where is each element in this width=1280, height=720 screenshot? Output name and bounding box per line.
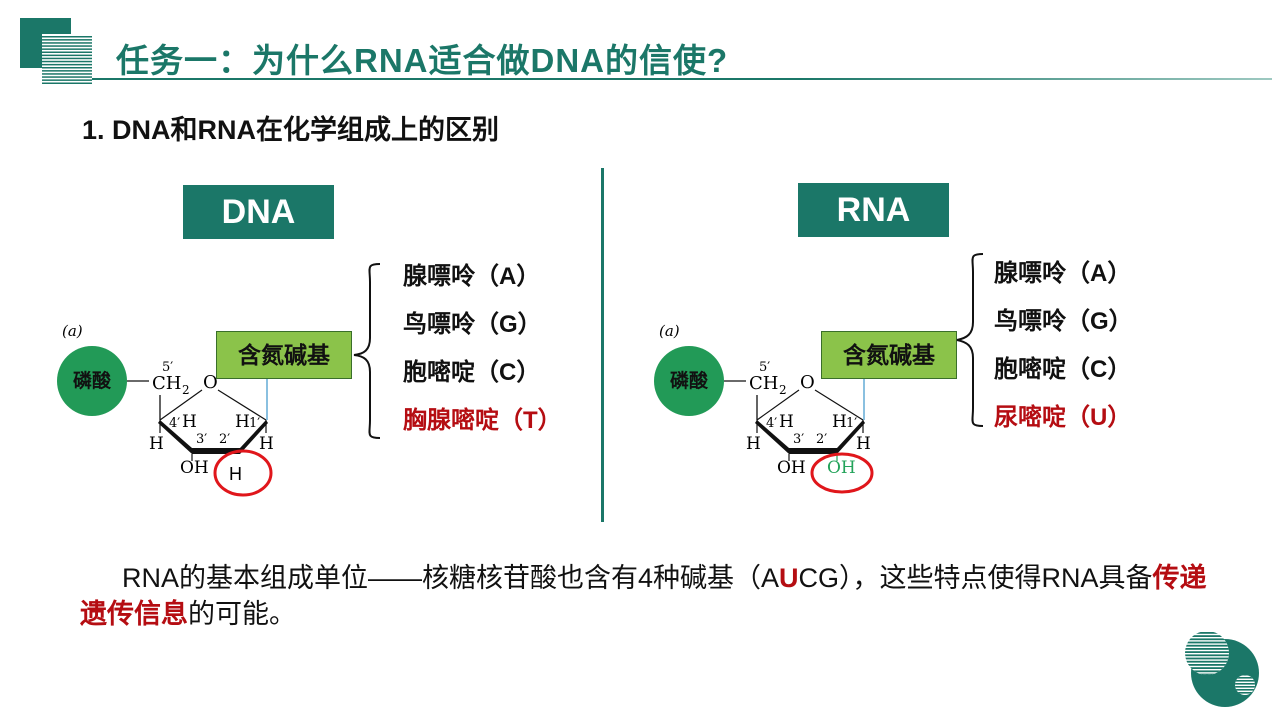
ch2-label: CH — [152, 373, 181, 394]
rna-base-item: 胞嘧啶（C） — [994, 356, 1132, 383]
dna-base-item: 腺嘌呤（A） — [403, 263, 541, 290]
circles-decoration-icon — [1185, 631, 1259, 707]
title-underline — [92, 78, 1272, 80]
dna-brace — [353, 263, 381, 439]
dna-sugar-diagram: (a) 5′ CH 2 O 4′ H 3′ 2′ H 1′ H H OH H — [55, 315, 295, 505]
dna-nitrogen-base-box: 含氮碱基 — [216, 331, 352, 379]
conclusion-highlight: 传递遗传信息 — [80, 563, 1207, 629]
ribose-structure: (a) 5′ CH 2 O 4′ H 3′ 2′ H 1′ H H OH OH — [659, 322, 874, 494]
ring-oxygen: O — [800, 372, 815, 393]
striped-square-icon — [20, 18, 92, 84]
rna-base-item: 鸟嘌呤（G） — [994, 308, 1133, 335]
dna-base-list: 腺嘌呤（A） 鸟嘌呤（G） 胞嘧啶（C） 胸腺嘧啶（T） — [403, 256, 562, 448]
c2-group-h: H — [229, 464, 242, 484]
c4-lower-h: H — [149, 434, 164, 454]
diagram-label: (a) — [62, 322, 83, 340]
deoxyribose-structure: (a) 5′ CH 2 O 4′ H 3′ 2′ H 1′ H H OH H — [62, 322, 274, 497]
dna-label: DNA — [183, 185, 334, 239]
c3-label: 3′ — [793, 432, 804, 447]
conclusion-text-1: RNA的基本组成单位——核糖核苷酸也含有4种碱基（A — [122, 563, 780, 593]
c4-label: 4′ — [766, 416, 777, 431]
highlight-circle — [213, 449, 273, 497]
diagram-label: (a) — [659, 322, 680, 340]
rna-nitrogen-base-box: 含氮碱基 — [821, 331, 957, 379]
c1-lower-h: H — [856, 434, 871, 454]
conclusion-paragraph: RNA的基本组成单位——核糖核苷酸也含有4种碱基（AUCG），这些特点使得RNA… — [80, 560, 1210, 632]
c4-label: 4′ — [169, 416, 180, 431]
c2-label: 2′ — [219, 432, 230, 447]
c3-label: 3′ — [196, 432, 207, 447]
page-title: 任务一：为什么RNA适合做DNA的信使? — [116, 42, 729, 79]
ch2-subscript: 2 — [182, 383, 190, 397]
ring-oxygen: O — [203, 372, 218, 393]
c4-h: H — [779, 412, 794, 432]
title-decoration — [20, 18, 92, 84]
rna-phosphate: 磷酸 — [654, 346, 724, 416]
section-subtitle: 1. DNA和RNA在化学组成上的区别 — [82, 115, 500, 145]
c3-oh: OH — [180, 458, 209, 478]
rna-base-list: 腺嘌呤（A） 鸟嘌呤（G） 胞嘧啶（C） 尿嘧啶（U） — [994, 253, 1133, 445]
conclusion-text-2: CG），这些特点使得RNA具备 — [798, 563, 1153, 593]
rna-sugar-diagram: (a) 5′ CH 2 O 4′ H 3′ 2′ H 1′ H H OH OH — [652, 315, 892, 505]
c2-h: H — [832, 412, 847, 432]
dna-base-item: 鸟嘌呤（G） — [403, 311, 542, 338]
c1-lower-h: H — [259, 434, 274, 454]
highlight-circle — [810, 452, 874, 494]
panel-divider — [601, 168, 604, 522]
c4-lower-h: H — [746, 434, 761, 454]
conclusion-u-highlight: U — [779, 563, 799, 593]
conclusion-text-3: 的可能。 — [188, 599, 296, 629]
c2-group-oh: OH — [827, 458, 856, 478]
c5-label: 5′ — [759, 360, 770, 375]
dna-base-item: 胞嘧啶（C） — [403, 359, 541, 386]
ch2-subscript: 2 — [779, 383, 787, 397]
c2-h: H — [235, 412, 250, 432]
dna-phosphate: 磷酸 — [57, 346, 127, 416]
ch2-label: CH — [749, 373, 778, 394]
c3-oh: OH — [777, 458, 806, 478]
c5-label: 5′ — [162, 360, 173, 375]
rna-base-item-uracil: 尿嘧啶（U） — [994, 404, 1132, 431]
rna-brace — [956, 253, 984, 427]
c1-label: 1′ — [249, 416, 260, 431]
c1-label: 1′ — [846, 416, 857, 431]
rna-base-item: 腺嘌呤（A） — [994, 260, 1132, 287]
dna-base-item-thymine: 胸腺嘧啶（T） — [403, 407, 562, 434]
c2-label: 2′ — [816, 432, 827, 447]
c4-h: H — [182, 412, 197, 432]
rna-label: RNA — [798, 183, 949, 237]
